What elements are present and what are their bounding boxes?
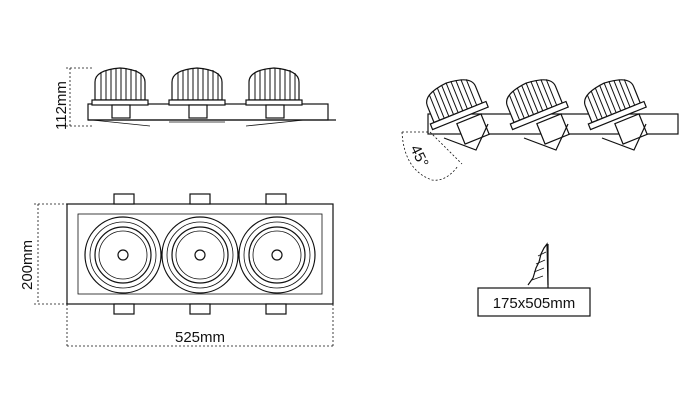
clips-top — [113, 193, 287, 205]
length-label: 525mm — [175, 329, 225, 346]
tilt-label: 45° — [406, 142, 431, 170]
cutout-edge — [527, 242, 549, 286]
clips-bottom — [113, 303, 287, 315]
plan-inner-frame — [77, 213, 323, 295]
cutout-label: 175x505mm — [493, 295, 576, 312]
side-module-1 — [91, 67, 151, 127]
lamp-head-1 — [84, 216, 162, 294]
cutout-box — [477, 287, 591, 317]
angle-arm-line — [429, 131, 463, 165]
side-module-2 — [168, 67, 226, 123]
side-module-3 — [245, 67, 305, 127]
cutout-view: 175x505mm — [477, 242, 591, 317]
angle-arc — [401, 131, 459, 181]
lamp-head-3 — [238, 216, 316, 294]
depth-label: 200mm — [19, 240, 36, 290]
tilt-module-1 — [426, 79, 489, 131]
side-elevation-view: 112mm — [53, 67, 336, 130]
tilt-module-2 — [506, 79, 569, 131]
plan-view: 200mm 525mm — [19, 193, 334, 348]
tilt-module-3 — [584, 79, 647, 131]
tilted-elevation-view: 45° — [401, 79, 679, 181]
lamp-head-2 — [161, 216, 239, 294]
height-label: 112mm — [53, 81, 70, 130]
